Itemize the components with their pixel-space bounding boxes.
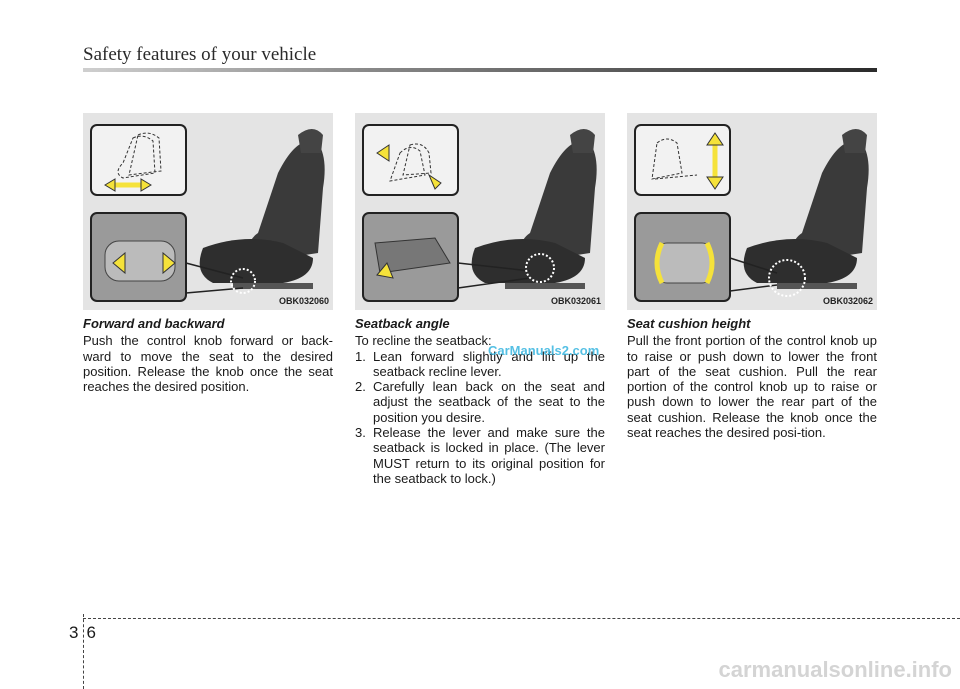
section-cushion-height: Seat cushion height Pull the front porti… bbox=[627, 316, 877, 440]
section-seatback-angle: Seatback angle To recline the seatback: … bbox=[355, 316, 605, 486]
figure-code: OBK032061 bbox=[550, 296, 601, 306]
figure-code: OBK032062 bbox=[822, 296, 873, 306]
section-heading: Forward and backward bbox=[83, 316, 225, 331]
step-number: 3. bbox=[355, 425, 366, 441]
watermark-footer: carmanualsonline.info bbox=[718, 657, 953, 682]
step-number: 2. bbox=[355, 379, 366, 395]
step-text: Release the lever and make sure the seat… bbox=[373, 425, 605, 486]
section-heading: Seatback angle bbox=[355, 316, 450, 331]
footer-vertical-rule bbox=[83, 614, 85, 689]
figure-forward-backward: OBK032060 bbox=[83, 113, 333, 310]
section-forward-backward: Forward and backward Push the control kn… bbox=[83, 316, 333, 394]
section-body: Pull the front portion of the control kn… bbox=[627, 333, 877, 441]
list-item: 2. Carefully lean back on the seat and ad… bbox=[355, 379, 605, 425]
header-rule bbox=[83, 68, 877, 72]
figure-cushion-height: OBK032062 bbox=[627, 113, 877, 310]
list-item: 1. Lean forward slightly and lift up the … bbox=[355, 349, 605, 380]
section-body: Push the control knob forward or back-wa… bbox=[83, 333, 333, 395]
page-header-title: Safety features of your vehicle bbox=[83, 44, 317, 65]
step-text: Carefully lean back on the seat and adju… bbox=[373, 379, 605, 425]
seat-illustration-seatback bbox=[362, 124, 597, 302]
steps-list: 1. Lean forward slightly and lift up the … bbox=[355, 349, 605, 487]
watermark-mid: CarManuals2.com bbox=[488, 343, 600, 358]
step-text: Lean forward slightly and lift up the se… bbox=[373, 348, 605, 379]
seat-illustration-forward bbox=[90, 124, 325, 302]
figure-seatback-angle: OBK032061 bbox=[355, 113, 605, 310]
figure-code: OBK032060 bbox=[278, 296, 329, 306]
section-intro: To recline the seatback: bbox=[355, 333, 492, 349]
section-heading: Seat cushion height bbox=[627, 316, 751, 331]
inset-seat-outline bbox=[362, 124, 459, 196]
step-number: 1. bbox=[355, 348, 366, 364]
inset-seat-outline bbox=[90, 124, 187, 196]
footer-horizontal-rule bbox=[83, 618, 960, 620]
seat-illustration-cushion bbox=[634, 124, 869, 302]
page-number: 36 bbox=[69, 623, 104, 642]
list-item: 3. Release the lever and make sure the se… bbox=[355, 425, 605, 486]
